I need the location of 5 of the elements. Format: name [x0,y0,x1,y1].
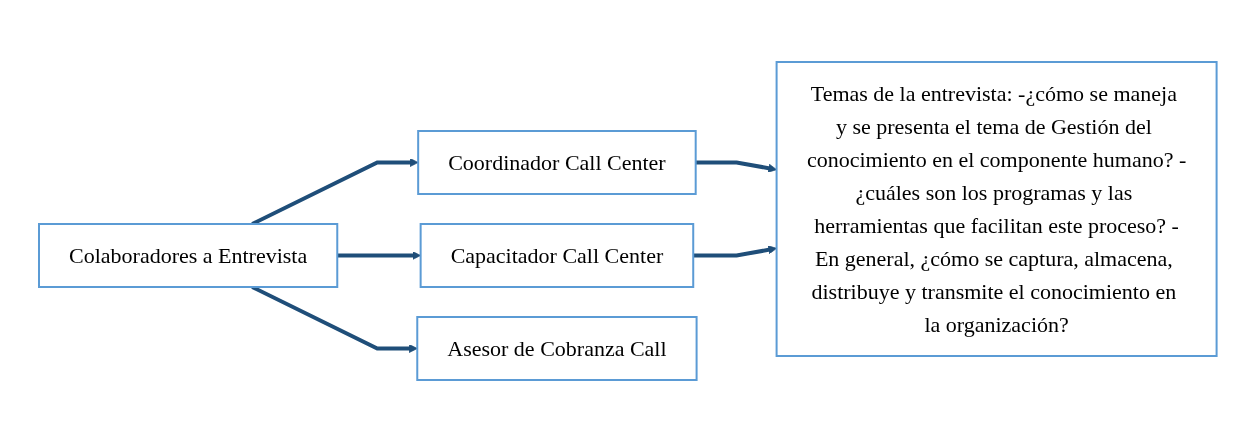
node-box: Asesor de Cobranza Call [416,315,698,381]
node-box: Coordinador Call Center [417,129,697,195]
node-box: Capacitador Call Center [419,222,695,288]
node-box: Colaboradores a Entrevista [38,222,339,288]
node-box: Temas de la entrevista: -¿cómo se maneja y se presenta el tema de Gestión del conocimiento en el componente humano? -¿cuáles son los programas y las herramientas que facilitan este proceso? -En general, ¿cómo se captura, almacena, distribuye y transmite el conocimiento en la organización? [775,60,1218,357]
